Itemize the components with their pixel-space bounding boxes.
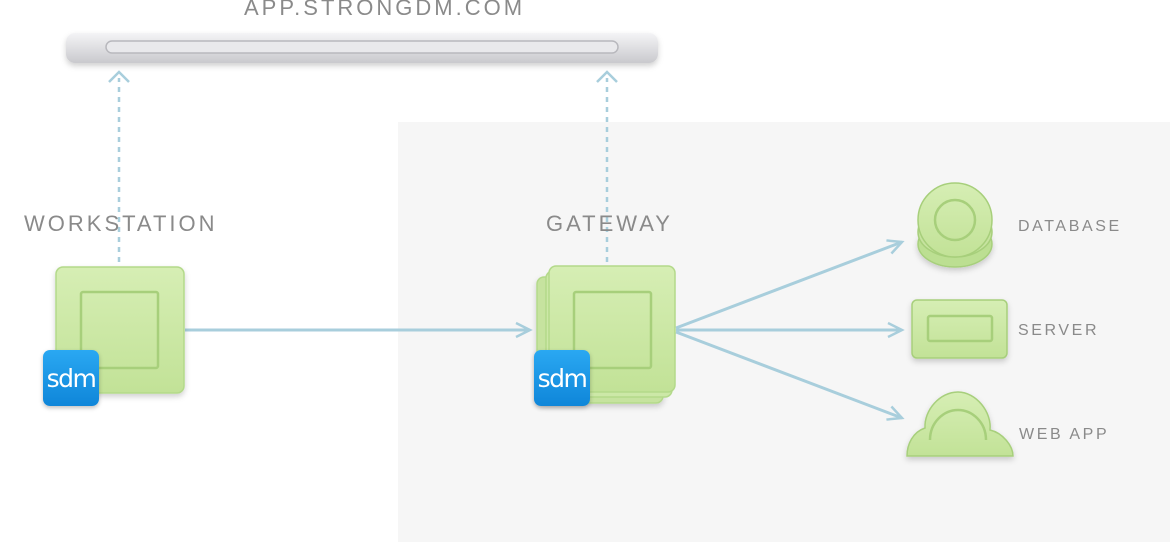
web-app-label: WEB APP: [1019, 426, 1110, 443]
gateway-to-webapp-arrow: [675, 330, 905, 421]
gateway-label: GATEWAY: [546, 211, 673, 236]
url-bar-label: APP.STRONGDM.COM: [244, 0, 526, 20]
database-icon: [917, 182, 993, 268]
server-label: SERVER: [1018, 322, 1100, 339]
cloud-icon: [906, 391, 1014, 457]
url-bar: [66, 33, 658, 63]
gateway-to-database-arrow: [675, 239, 905, 330]
gateway-uplink: [596, 70, 618, 262]
server-icon: [911, 299, 1008, 359]
workstation-uplink: [108, 70, 130, 262]
workstation-sdm-badge: sdm: [43, 350, 99, 406]
database-label: DATABASE: [1018, 218, 1122, 235]
workstation-label: WORKSTATION: [24, 211, 218, 236]
gateway-sdm-badge: sdm: [534, 350, 590, 406]
